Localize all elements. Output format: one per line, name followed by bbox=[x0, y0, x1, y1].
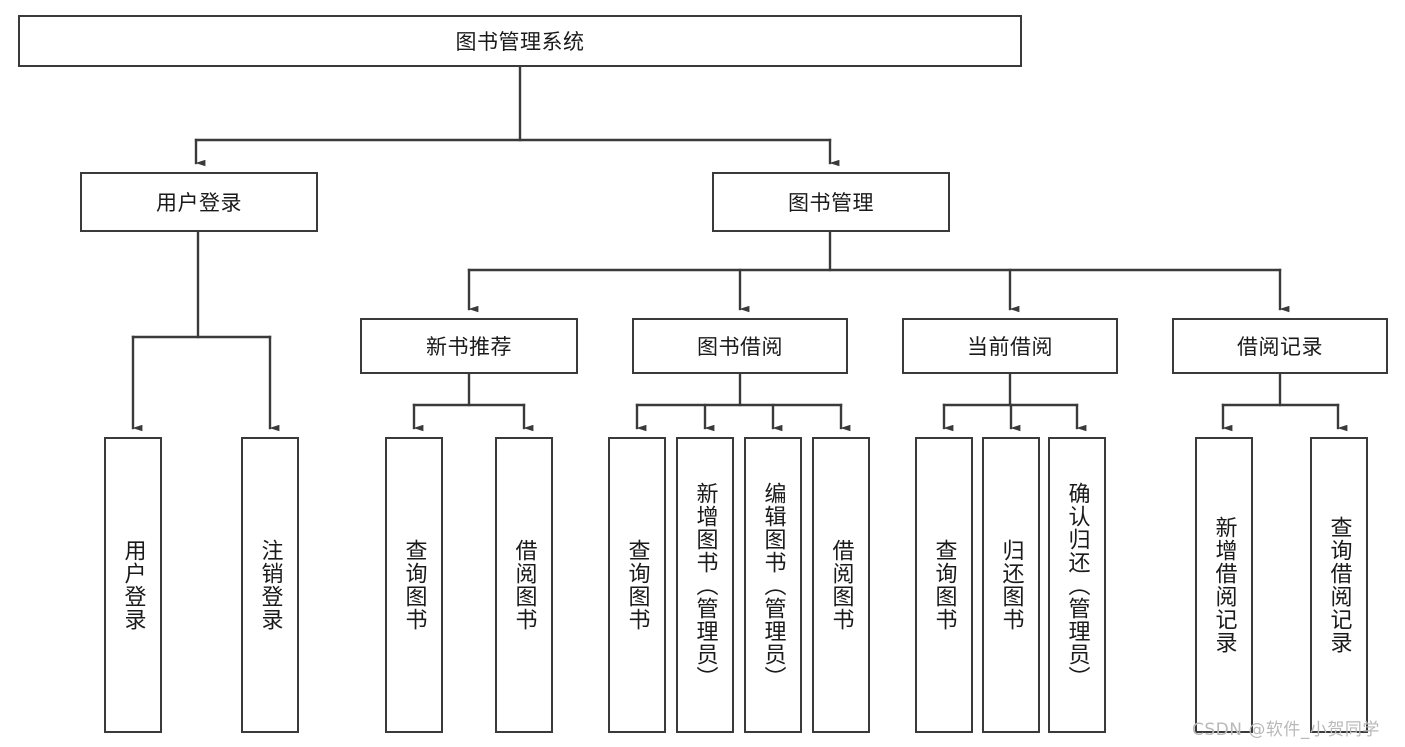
node-label: 注销登录 bbox=[257, 539, 283, 631]
node-label: 当前借阅 bbox=[967, 335, 1053, 359]
node-leaf-query-borrow-record[interactable]: 查询借阅记录 bbox=[1310, 437, 1368, 733]
node-leaf-borrow-book[interactable]: 借阅图书 bbox=[812, 437, 870, 733]
node-leaf-logout[interactable]: 注销登录 bbox=[241, 437, 299, 733]
node-label: 借阅记录 bbox=[1237, 335, 1323, 359]
node-label: 查询借阅记录 bbox=[1326, 516, 1352, 654]
node-leaf-user-login[interactable]: 用户登录 bbox=[104, 437, 162, 733]
node-label: 图书管理 bbox=[788, 191, 874, 215]
node-leaf-add-book-admin[interactable]: 新增图书（管理员） bbox=[676, 437, 734, 733]
node-leaf-return-book[interactable]: 归还图书 bbox=[982, 437, 1040, 733]
node-label: 查询图书 bbox=[931, 539, 957, 631]
node-user-login[interactable]: 用户登录 bbox=[80, 172, 318, 232]
node-current-borrow[interactable]: 当前借阅 bbox=[902, 318, 1118, 374]
node-book-borrow[interactable]: 图书借阅 bbox=[632, 318, 848, 374]
csdn-watermark: CSDN @软件_小贺同学 bbox=[1192, 715, 1380, 740]
node-label: 新书推荐 bbox=[426, 335, 512, 359]
node-label: 查询图书 bbox=[401, 539, 427, 631]
node-root-book-management-system[interactable]: 图书管理系统 bbox=[18, 15, 1022, 67]
node-leaf-edit-book-admin[interactable]: 编辑图书（管理员） bbox=[744, 437, 802, 733]
node-label: 图书管理系统 bbox=[455, 30, 585, 54]
node-leaf-query-book-current[interactable]: 查询图书 bbox=[915, 437, 973, 733]
node-leaf-confirm-return-admin[interactable]: 确认归还（管理员） bbox=[1048, 437, 1106, 733]
node-borrow-record[interactable]: 借阅记录 bbox=[1172, 318, 1388, 374]
node-label: 借阅图书 bbox=[511, 539, 537, 631]
node-label: 用户登录 bbox=[120, 539, 146, 631]
node-label: 归还图书 bbox=[998, 539, 1024, 631]
node-label: 用户登录 bbox=[156, 191, 242, 215]
node-leaf-query-book-recommend[interactable]: 查询图书 bbox=[385, 437, 443, 733]
node-new-book-recommend[interactable]: 新书推荐 bbox=[360, 318, 578, 374]
node-leaf-add-borrow-record[interactable]: 新增借阅记录 bbox=[1195, 437, 1253, 733]
node-label: 确认归还（管理员） bbox=[1064, 481, 1090, 689]
node-label: 借阅图书 bbox=[828, 539, 854, 631]
node-label: 新增图书（管理员） bbox=[692, 481, 718, 689]
watermark-text: CSDN @软件_小贺同学 bbox=[1192, 720, 1380, 740]
node-label: 图书借阅 bbox=[697, 335, 783, 359]
node-leaf-borrow-book-recommend[interactable]: 借阅图书 bbox=[495, 437, 553, 733]
node-book-management[interactable]: 图书管理 bbox=[712, 172, 950, 232]
node-leaf-query-book-borrow[interactable]: 查询图书 bbox=[608, 437, 666, 733]
node-label: 新增借阅记录 bbox=[1211, 516, 1237, 654]
node-label: 查询图书 bbox=[624, 539, 650, 631]
node-label: 编辑图书（管理员） bbox=[760, 481, 786, 689]
